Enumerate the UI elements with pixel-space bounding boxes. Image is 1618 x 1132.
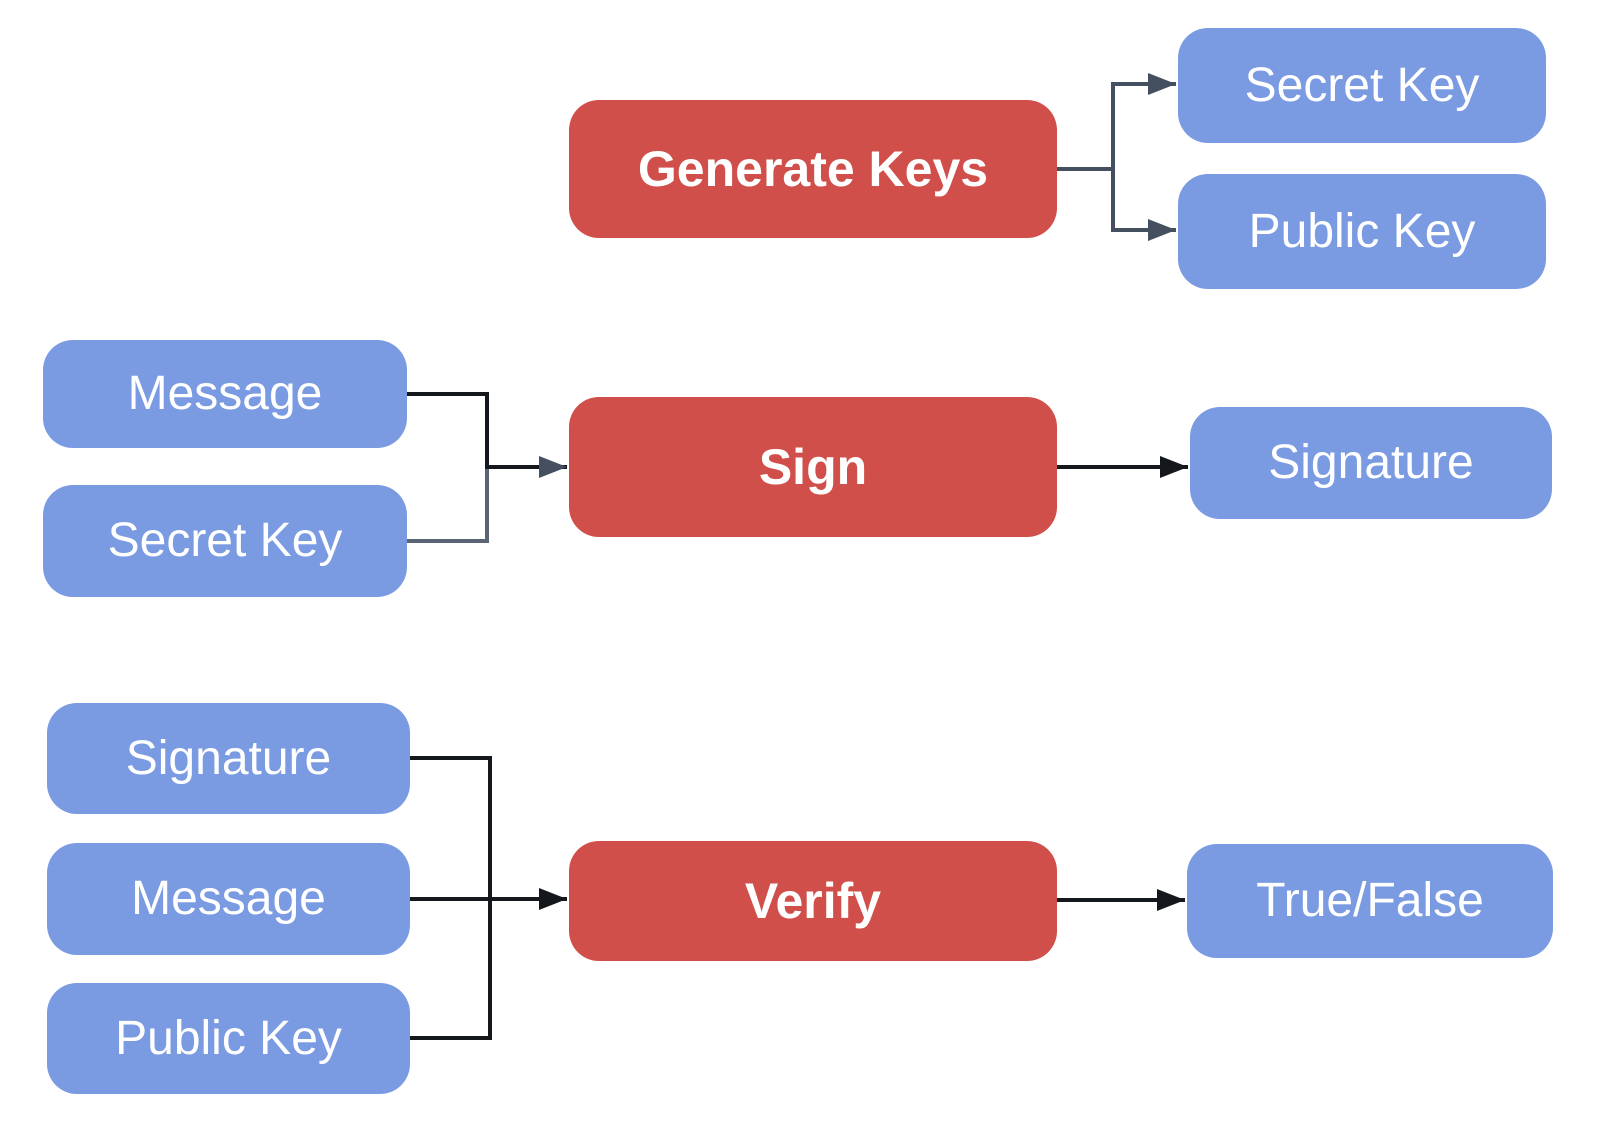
node-signature-output: Signature <box>1190 407 1552 519</box>
node-signature-input: Signature <box>47 703 410 814</box>
node-secret-key-output: Secret Key <box>1178 28 1546 143</box>
edge-message-to-sign <box>407 392 567 478</box>
node-message-verify-input: Message <box>47 843 410 955</box>
node-sign: Sign <box>569 397 1057 537</box>
node-verify: Verify <box>569 841 1057 961</box>
node-public-key-input: Public Key <box>47 983 410 1094</box>
edge-generate-keys-to-secret-key <box>1057 73 1176 171</box>
edge-generate-keys-to-public-key <box>1111 169 1176 241</box>
node-generate-keys: Generate Keys <box>569 100 1057 238</box>
node-true-false-output: True/False <box>1187 844 1553 958</box>
edge-secret-key-to-sign <box>407 467 489 543</box>
node-message-sign-input: Message <box>43 340 407 448</box>
node-secret-key-input: Secret Key <box>43 485 407 597</box>
node-public-key-output: Public Key <box>1178 174 1546 289</box>
